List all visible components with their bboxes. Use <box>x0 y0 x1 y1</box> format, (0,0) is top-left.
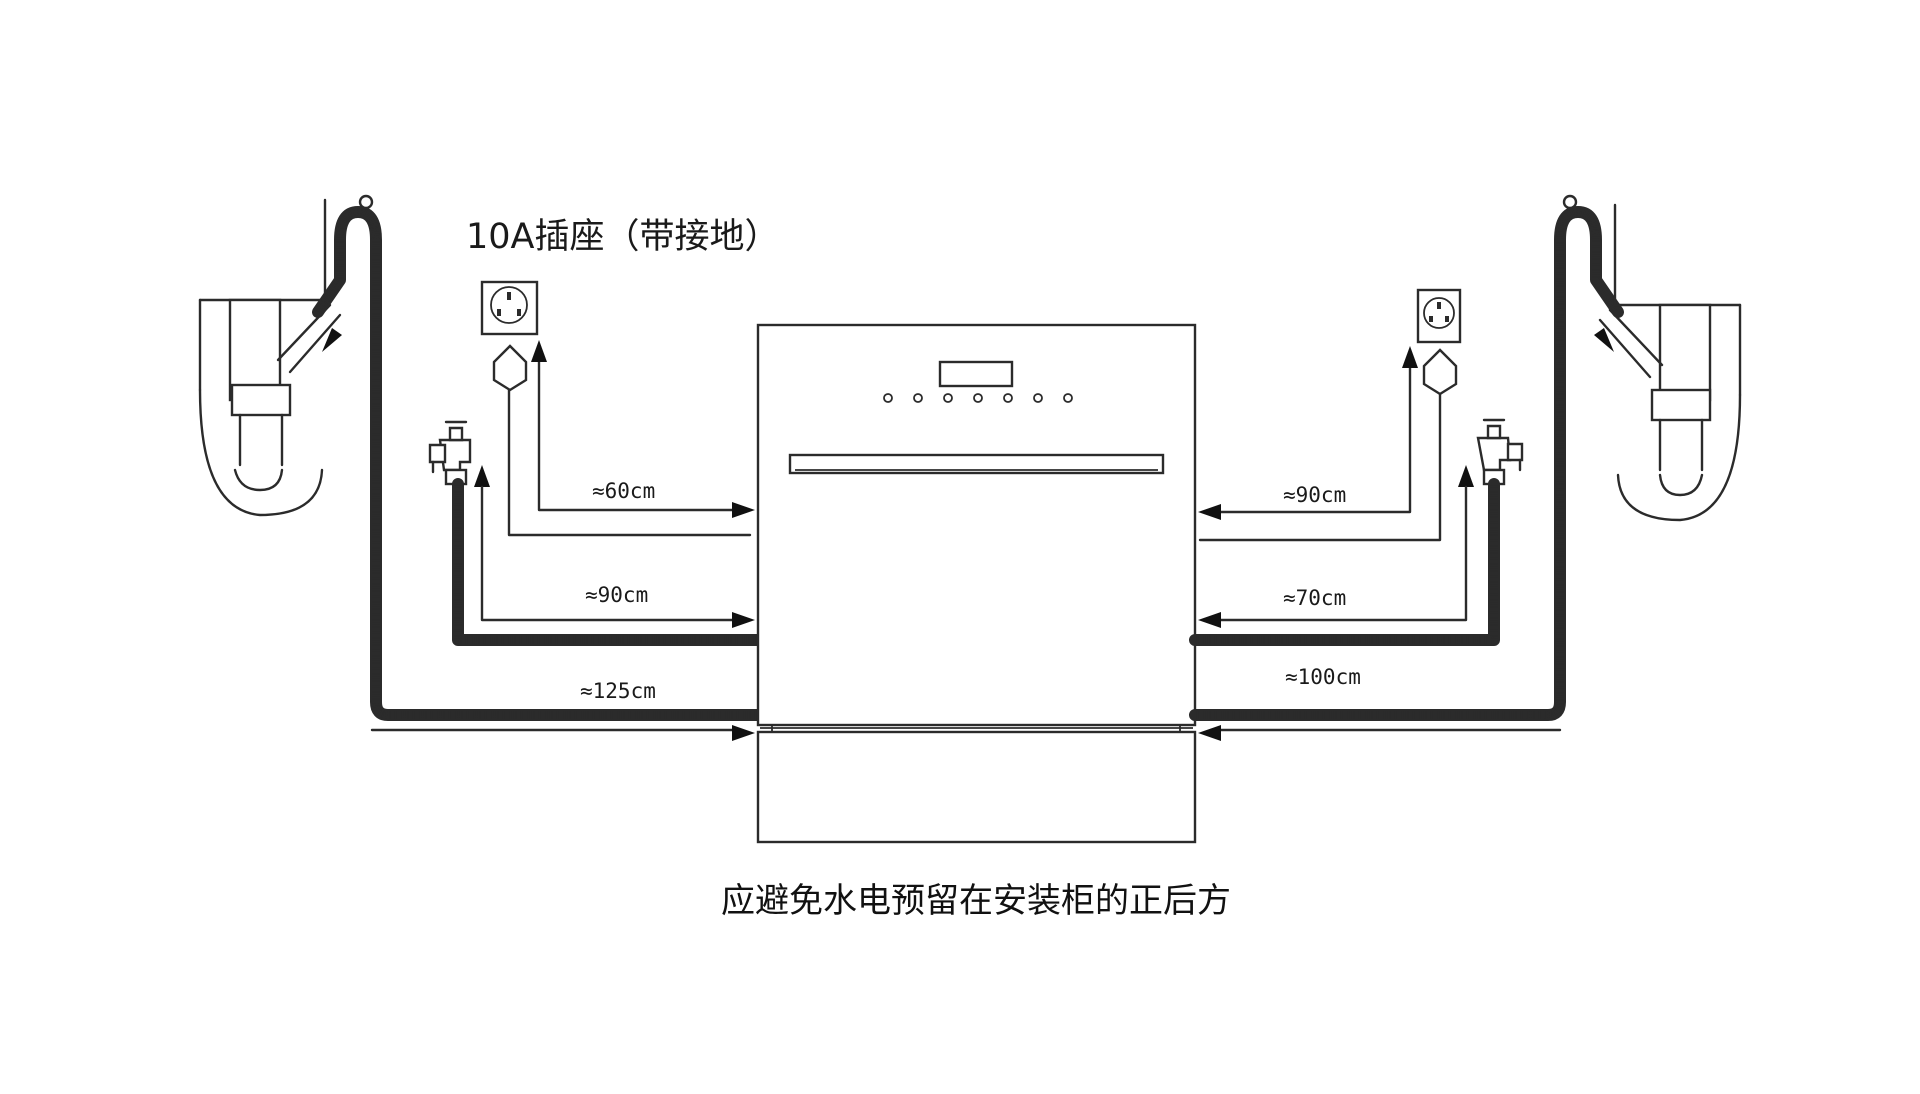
right-water-dimension-line <box>1213 485 1468 622</box>
left-water-dimension-line <box>480 485 737 622</box>
right-water-arrow-left <box>1198 612 1221 628</box>
left-power-dimension-line <box>537 358 737 512</box>
right-water-hose <box>1189 478 1500 646</box>
left-power-arrow-right <box>732 502 755 518</box>
installation-caption: 应避免水电预留在安装柜的正后方 <box>721 881 1231 921</box>
socket-label: 10A插座（带接地） <box>466 217 779 257</box>
left-power-cable <box>507 388 752 537</box>
left-drain-dimension-label: ≈125cm <box>580 679 656 703</box>
right-water-arrow-up <box>1458 465 1474 487</box>
left-drain-arrow-right <box>732 725 755 741</box>
left-power-dimension-label: ≈60cm <box>592 479 655 503</box>
right-power-arrow-left <box>1198 504 1221 520</box>
left-power-arrow-up <box>531 340 547 362</box>
right-water-faucet-icon <box>1476 418 1524 486</box>
dishwasher-icon <box>756 323 1197 844</box>
right-sink-drain-icon <box>1598 203 1742 522</box>
left-sink-drain-icon <box>198 198 342 517</box>
left-water-arrow-right <box>732 612 755 628</box>
left-water-arrow-up <box>474 465 490 487</box>
right-power-arrow-up <box>1402 346 1418 368</box>
left-drain-hose <box>312 194 764 721</box>
left-power-outlet-icon <box>480 280 539 336</box>
right-power-outlet-icon <box>1416 288 1462 344</box>
left-plug-icon <box>492 344 528 392</box>
right-drain-arrow-down <box>1594 328 1614 352</box>
right-plug-icon <box>1422 348 1458 396</box>
right-power-cable <box>1198 392 1442 542</box>
left-water-faucet-icon <box>428 420 472 486</box>
right-water-dimension-label: ≈70cm <box>1283 586 1346 610</box>
right-drain-hose <box>1189 194 1624 721</box>
right-drain-dimension-label: ≈100cm <box>1285 665 1361 689</box>
left-water-hose <box>452 478 764 646</box>
right-drain-arrow-left <box>1198 725 1221 741</box>
left-drain-arrow-down <box>322 328 342 352</box>
right-power-dimension-line <box>1213 366 1412 514</box>
right-power-dimension-label: ≈90cm <box>1283 483 1346 507</box>
left-water-dimension-label: ≈90cm <box>585 583 648 607</box>
